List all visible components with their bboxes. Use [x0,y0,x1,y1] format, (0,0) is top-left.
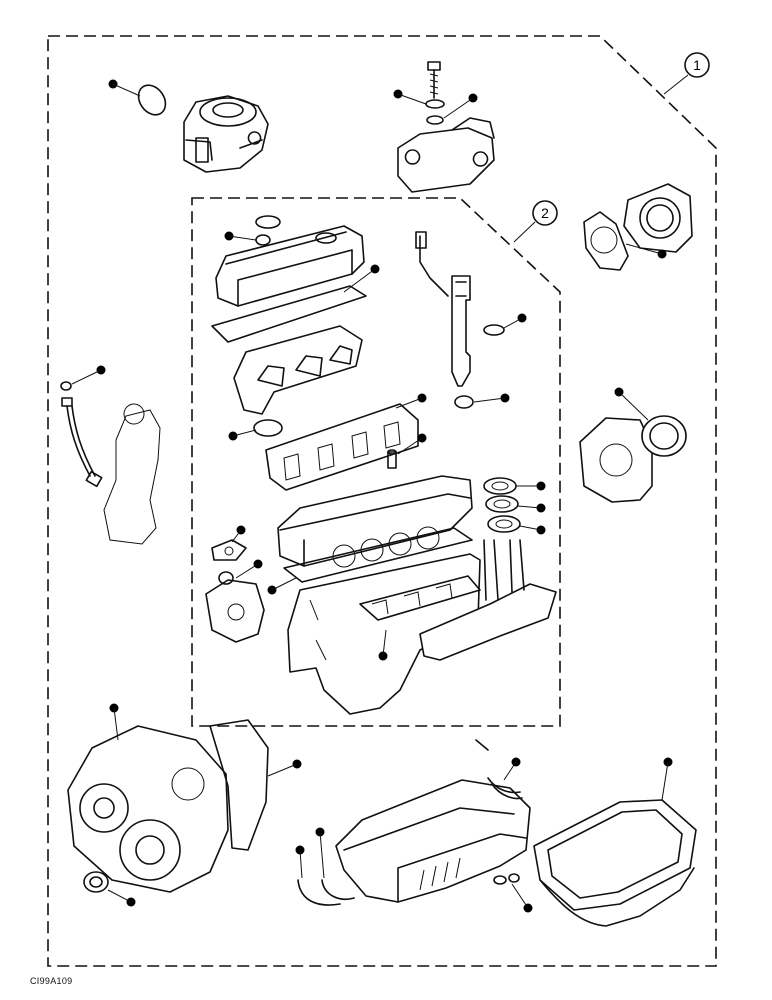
exhaust-flange-gaskets [483,477,521,533]
exhaust-manifold [233,325,363,437]
fuel-injector [415,231,505,409]
rocker-cover [211,215,367,343]
intake-gasket [265,403,419,491]
cylinder-block [287,539,557,715]
front-housing [579,415,687,503]
thermostat-housing [397,61,495,193]
callout-2-label: 2 [541,205,549,221]
oil-pan [297,739,531,906]
callout-2: 2 [513,200,558,243]
oil-filter-housing [137,84,269,173]
water-pump [205,539,265,643]
oil-pan-gasket [493,799,697,927]
kit-boundary-outer [47,35,717,967]
timing-case [67,719,269,893]
kit-boundary-inner [191,197,561,727]
figure-code: CI99A109 [30,976,73,986]
dowel-pin [387,449,397,469]
oil-cooler-pipe [60,381,161,545]
callout-1-label: 1 [693,57,701,73]
callout-1: 1 [663,52,710,95]
cylinder-head [277,475,473,583]
rear-seal-housing [583,183,693,271]
